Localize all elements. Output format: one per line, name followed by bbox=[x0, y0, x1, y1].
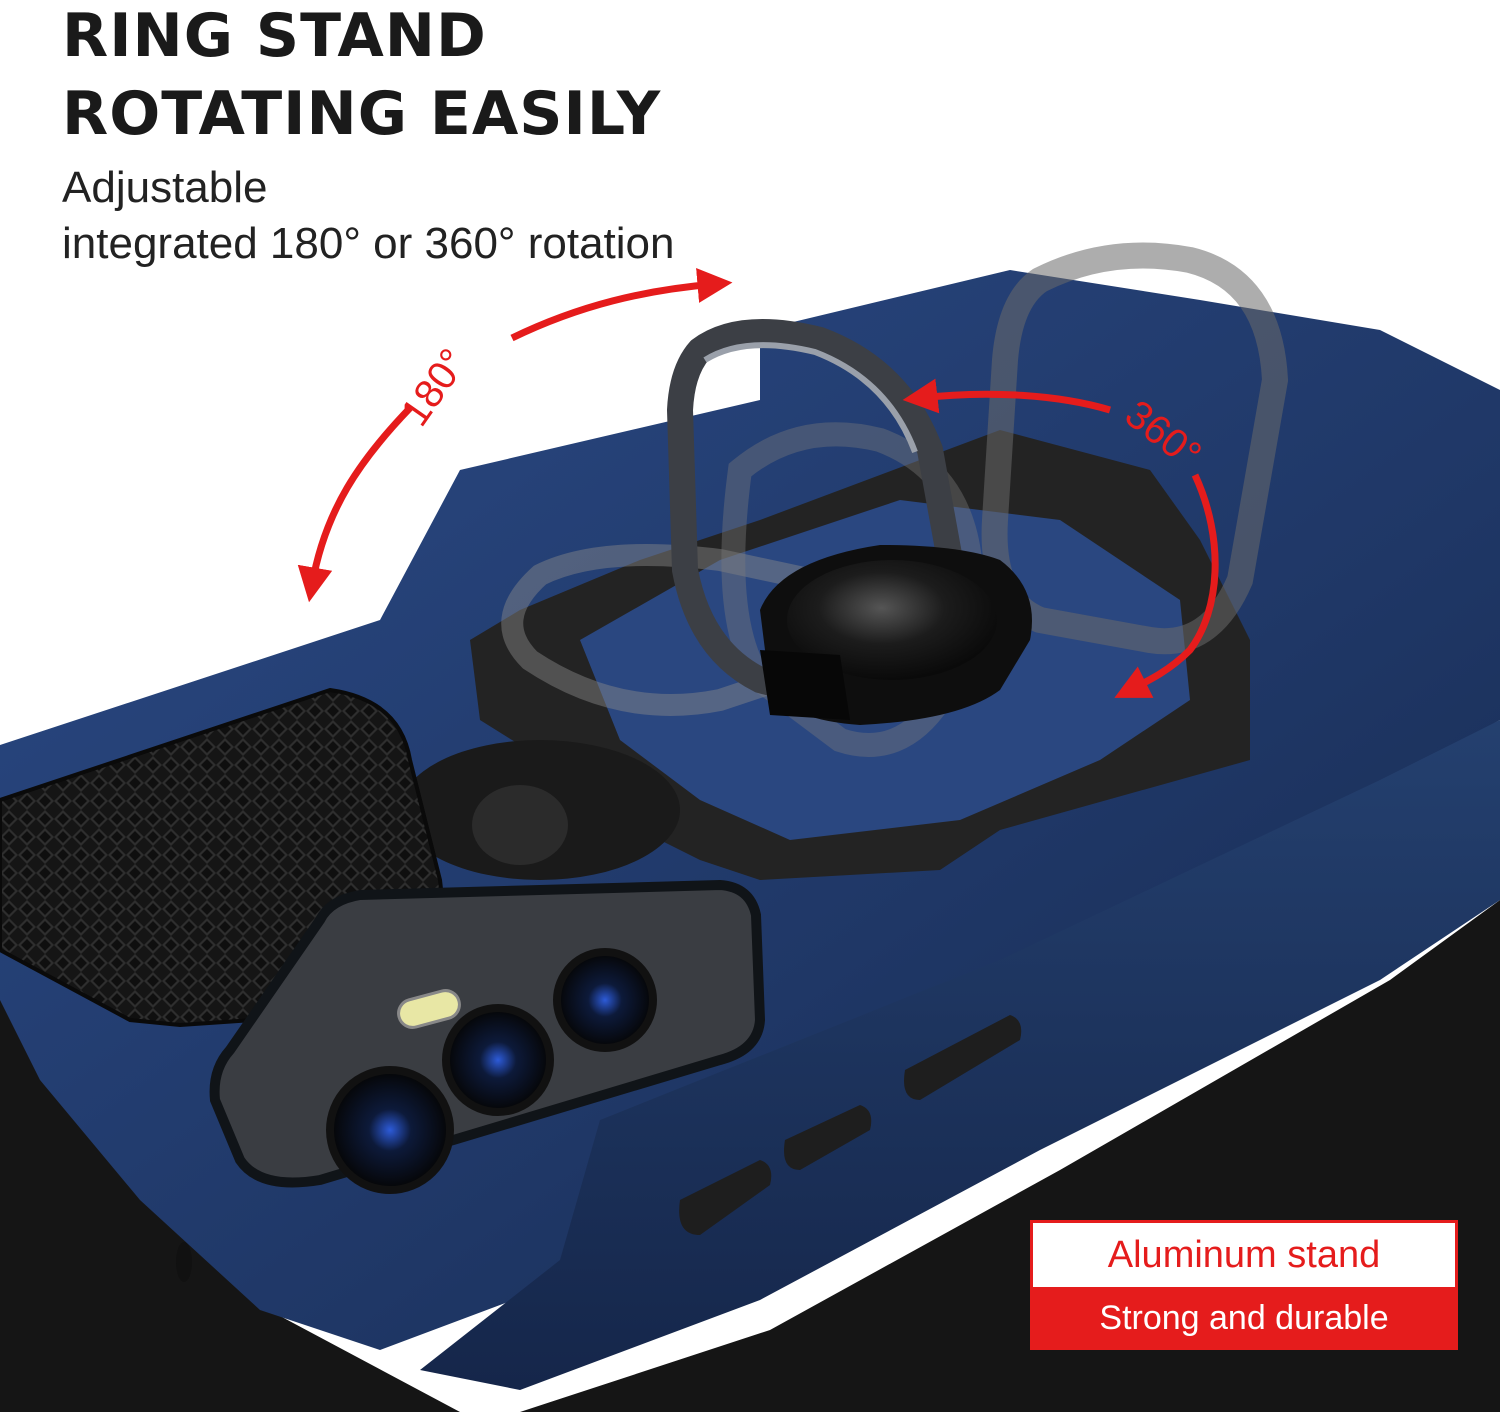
rotation-arrow-180 bbox=[297, 405, 413, 603]
camera-flash bbox=[397, 989, 461, 1029]
volume-up-button bbox=[679, 1160, 772, 1235]
ring-hinge-clip bbox=[760, 650, 850, 720]
headphone-jack bbox=[176, 1242, 192, 1282]
subheadline-line-1: Adjustable bbox=[62, 163, 268, 212]
rotation-arrow-360-side bbox=[1114, 473, 1219, 698]
headline-line-2: ROTATING EASILY bbox=[62, 79, 662, 149]
ghost-ring-flat bbox=[501, 544, 894, 716]
rotation-arrow-180-top bbox=[510, 268, 733, 342]
camera-lens-1 bbox=[326, 1066, 454, 1194]
badge-subtitle: Strong and durable bbox=[1033, 1287, 1455, 1347]
camera-lens-3 bbox=[553, 948, 657, 1052]
rotation-arrow-360-top bbox=[902, 378, 1112, 414]
finger-hole bbox=[472, 785, 568, 865]
ring-hinge-disc bbox=[787, 560, 997, 680]
headline-line-1: RING STAND bbox=[62, 1, 487, 71]
badge-title: Aluminum stand bbox=[1107, 1233, 1381, 1276]
volume-down-button bbox=[784, 1105, 872, 1170]
camera-lens-2 bbox=[442, 1004, 554, 1116]
ring-stand-highlight bbox=[703, 342, 918, 454]
rotation-label-180: 180° bbox=[393, 341, 476, 434]
subheadline-line-2: integrated 180° or 360° rotation bbox=[62, 219, 675, 268]
feature-badge: Aluminum stand Strong and durable bbox=[1030, 1220, 1458, 1350]
power-button bbox=[904, 1015, 1022, 1100]
ghost-ring-upright bbox=[981, 242, 1289, 655]
